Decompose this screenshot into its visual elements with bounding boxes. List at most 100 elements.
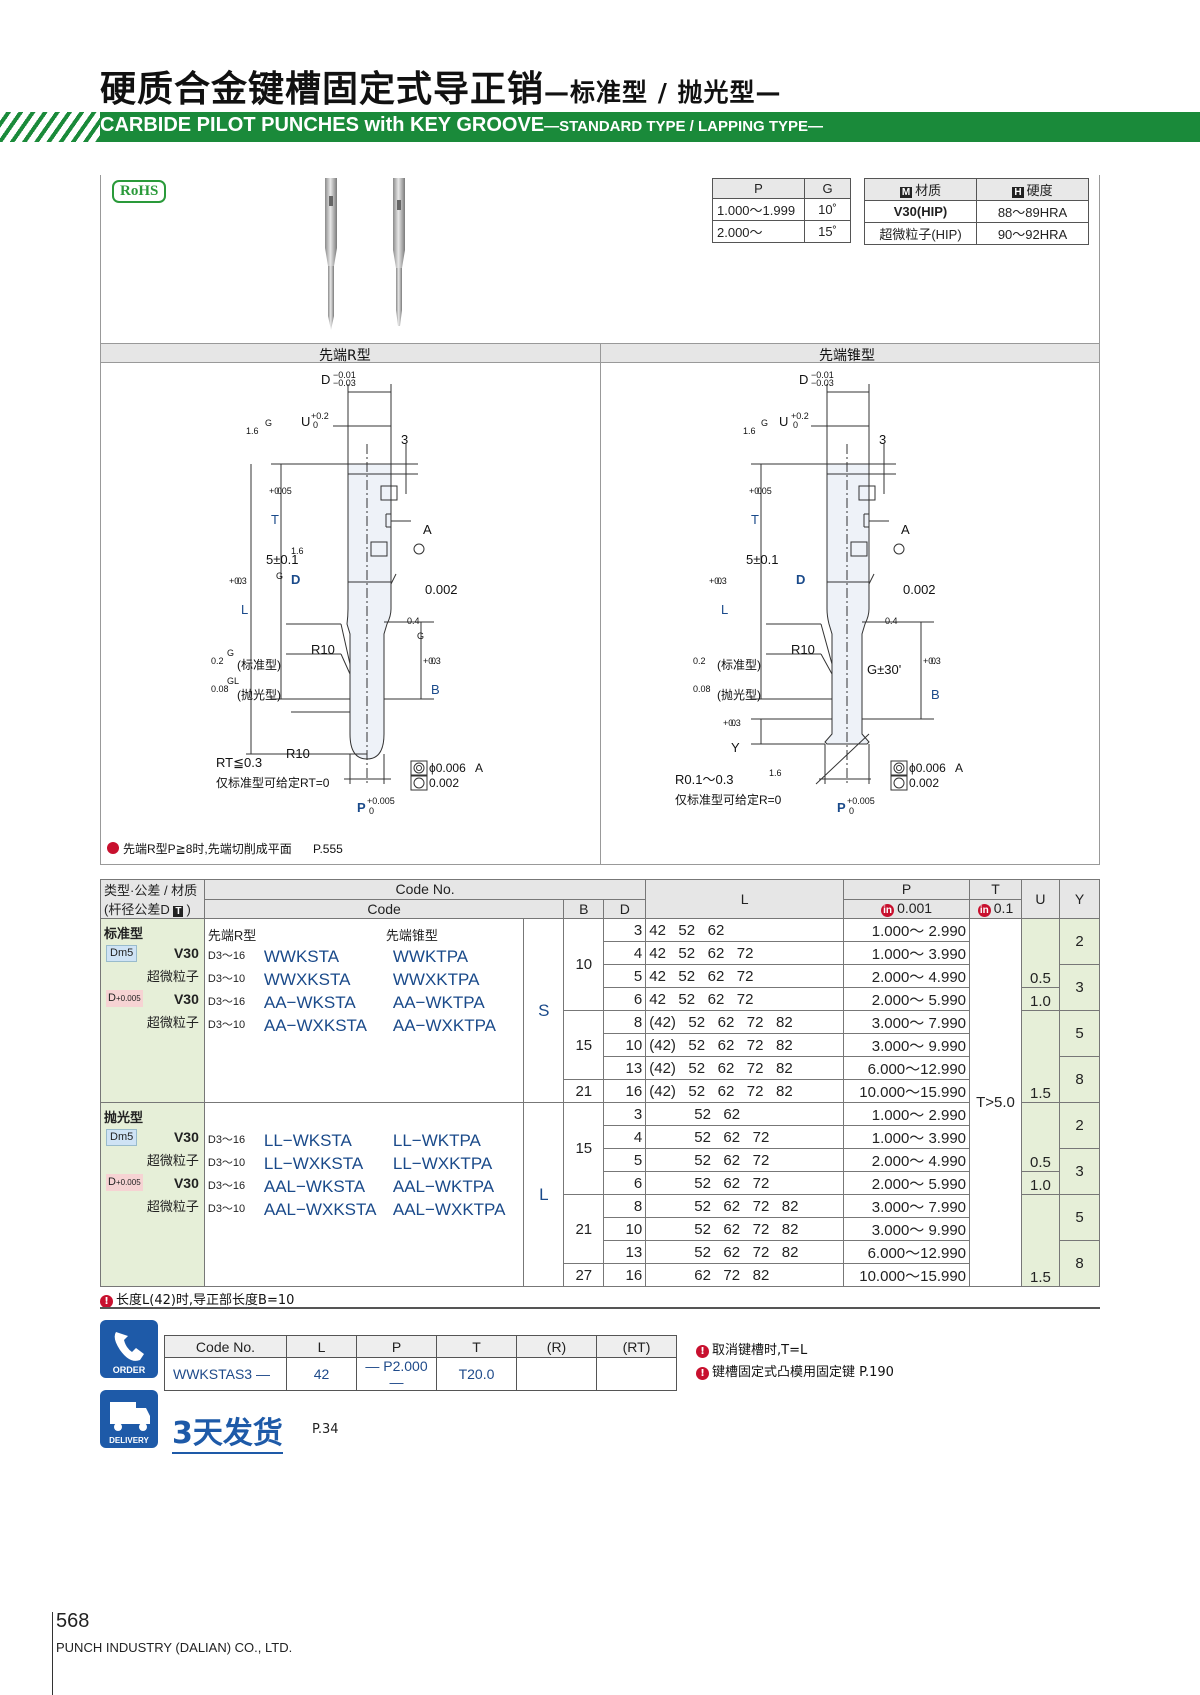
th-type: 类型·公差 / 材质(杆径公差D T)	[100, 879, 205, 919]
order-h: P	[356, 1335, 437, 1358]
rough-g4: G	[227, 648, 234, 658]
title-en-main: CARBIDE PILOT PUNCHES with KEY GROOVE	[100, 114, 545, 136]
th-code-no: Code No.	[203, 879, 647, 900]
material-fine: 超微粒子	[146, 969, 199, 984]
material-v30: V30	[173, 991, 199, 1007]
cell-y: 8	[1058, 1240, 1101, 1287]
cell-u: 1.5	[1021, 1194, 1060, 1287]
diameter-range: D3～10	[207, 1203, 246, 1215]
order-table: Code No. L P T (R) (RT) WWKSTAS3 — 42 — …	[164, 1335, 677, 1391]
cell-l-text: 52 62 72 82	[694, 1243, 799, 1261]
b-type-symbol-text: S	[538, 1000, 550, 1020]
cell-l: 42 52 62 72	[645, 941, 845, 965]
cell-p: 2.000～ 4.990	[843, 1148, 971, 1172]
drawing-r-type: D −0.01 −0.03 U +0.2 0 3 1.6 G T +0.05 0…	[107, 370, 483, 856]
cell-l: 52 62 72 82	[645, 1217, 845, 1241]
cell-d-text: 4	[633, 1128, 643, 1146]
cell-l-text: 62 72 82	[694, 1266, 770, 1284]
table-note-text: 长度L(42)时,导正部长度B=10	[116, 1293, 295, 1308]
cell-l-text: (42) 52 62 72 82	[649, 1082, 793, 1100]
datum-a2: A	[475, 761, 483, 775]
rough-16b: 1.6	[291, 546, 304, 556]
dm5-badge: Dm5	[106, 1129, 138, 1146]
cell-b: 27	[563, 1263, 605, 1287]
dim-t: T	[271, 512, 279, 527]
panel-title-taper: 先端锥型	[819, 348, 875, 364]
title-cn-sub: —标准型 / 抛光型—	[544, 78, 782, 107]
label-lap: (抛光型)	[237, 687, 281, 702]
th-p: P	[712, 178, 805, 199]
cell-p-text: 3.000～ 9.990	[871, 1221, 967, 1239]
dim-3: 3	[401, 432, 408, 447]
cell-l-text: 52 62 72	[694, 1151, 770, 1169]
cell-d-text: 3	[633, 1105, 643, 1123]
dim-d-tol-lo: −0.03	[811, 378, 834, 388]
cell-u-text: 1.0	[1030, 1177, 1051, 1194]
dim-p-tol-lo: 0	[369, 806, 374, 816]
th-hardness-label: 硬度	[1026, 183, 1053, 198]
tol-phi006: ϕ0.006	[429, 761, 466, 775]
cell-u-text: 0.5	[1030, 1154, 1051, 1171]
cell-l: 62 72 82	[645, 1263, 845, 1287]
code-taper-type: AA−WXKTPA	[392, 1016, 497, 1035]
cell-l: (42) 52 62 72 82	[645, 1079, 845, 1103]
order-note-2: !键槽固定式凸模用固定键 P.190	[696, 1361, 894, 1380]
cell-y: 8	[1058, 1056, 1101, 1103]
cell-y: 3	[1058, 1148, 1101, 1195]
cell-l: 52 62 72	[645, 1148, 845, 1172]
dim-b-tol-lo: 0	[931, 656, 936, 666]
mat-cell: 88～89HRA	[976, 200, 1089, 223]
dim-rt: RT≦0.3	[216, 755, 262, 770]
cell-l: 52 62 72 82	[645, 1194, 845, 1218]
cell-p-text: 6.000～12.990	[867, 1244, 967, 1262]
cell-l: (42) 52 62 72 82	[645, 1056, 845, 1080]
dim-p-tol-lo: 0	[849, 806, 854, 816]
cell-l-text: 42 52 62 72	[649, 944, 754, 962]
rough-04: 0.4	[407, 616, 420, 626]
cell-p-text: 3.000～ 7.990	[871, 1014, 967, 1032]
diameter-range: D3～10	[207, 1157, 246, 1169]
order-note-2-ref: P.190	[859, 1365, 894, 1380]
cell-d-text: 6	[633, 1174, 643, 1192]
title-cn-main: 硬质合金键槽固定式导正销	[100, 69, 545, 110]
cell-d-text: 3	[633, 921, 643, 939]
cell-u: 0.5	[1021, 1102, 1060, 1172]
footer-line	[52, 1612, 53, 1695]
cell-u-text: 0.5	[1030, 970, 1051, 987]
dim-dt: D	[796, 572, 805, 587]
mat-cell: 90～92HRA	[976, 222, 1089, 245]
order-h: (R)	[516, 1335, 597, 1358]
panel-title-r: 先端R型	[319, 348, 371, 364]
cell-b: 21	[563, 1194, 605, 1264]
cell-l: 52 62 72 82	[645, 1240, 845, 1264]
dim-u-tol-lo: 0	[313, 420, 318, 430]
cell-p-text: 1.000～ 3.990	[871, 945, 967, 963]
cell-d-text: 16	[625, 1082, 643, 1100]
cell-p-text: 1.000～ 2.990	[871, 1106, 967, 1124]
order-v: — P2.000 —	[356, 1357, 437, 1391]
order-v: WWKSTAS3 —	[164, 1357, 287, 1391]
cell-b: 10	[563, 918, 605, 1011]
order-v: T20.0	[436, 1357, 517, 1391]
cell-y: 5	[1058, 1194, 1101, 1241]
cell-p: 3.000～ 7.990	[843, 1010, 971, 1034]
cell-d: 8	[603, 1194, 647, 1218]
d-tol-badge: D+0.005	[106, 1174, 143, 1191]
cell-d-text: 6	[633, 990, 643, 1008]
cell-y-text: 8	[1075, 1255, 1084, 1272]
delivery-icon-label: DELIVERY	[109, 1436, 149, 1445]
rough-008: 0.08	[211, 684, 229, 694]
cell-p-text: 6.000～12.990	[867, 1060, 967, 1078]
cell-l-text: (42) 52 62 72 82	[649, 1013, 793, 1031]
type-label: 抛光型	[104, 1110, 144, 1125]
cell-b: 15	[563, 1102, 605, 1195]
t-icon: T	[173, 906, 184, 917]
